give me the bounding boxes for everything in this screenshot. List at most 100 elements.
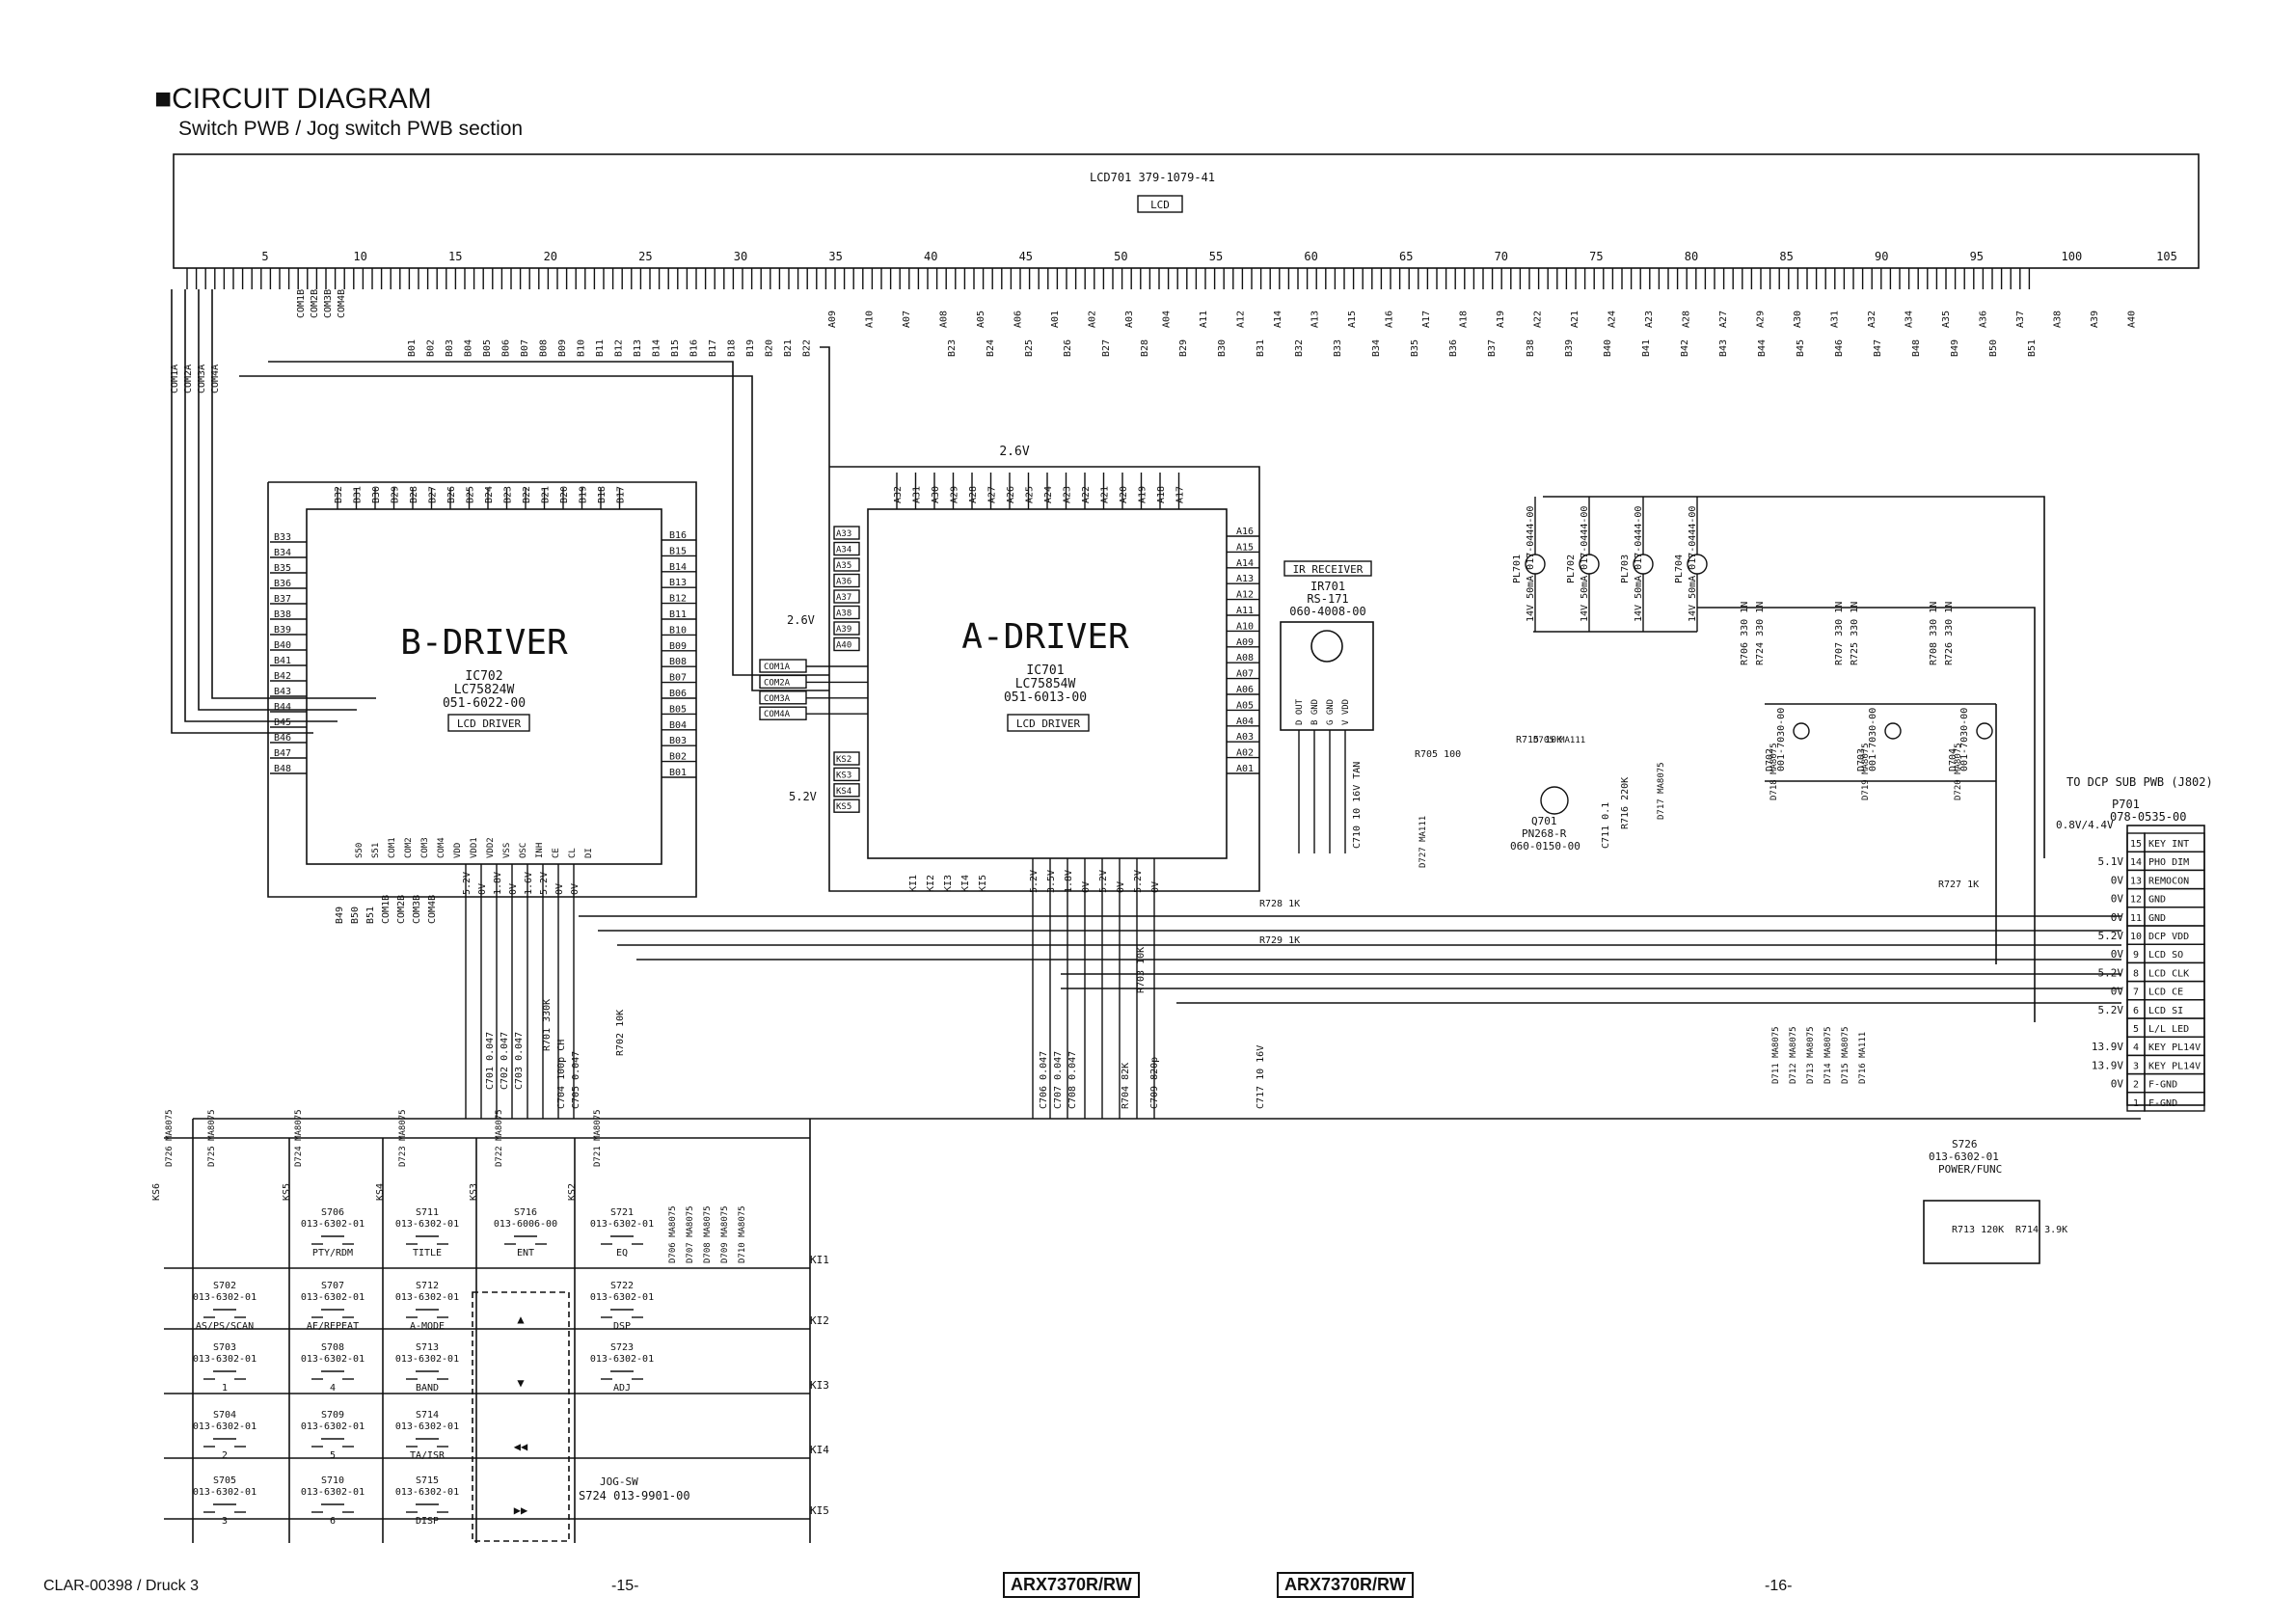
connector-pin-number: 11 — [2130, 913, 2142, 924]
connector-pin-name: KEY PL14V — [2148, 1061, 2201, 1071]
b-driver-bottom-pin-name: S51 — [371, 843, 381, 858]
diode-label: D718 MA8075 — [1769, 743, 1779, 800]
lcd-pin-number: 75 — [1589, 250, 1603, 263]
b-driver-right-pin-label: B13 — [669, 578, 687, 588]
lcd-segment-b-label: B23 — [947, 339, 958, 357]
a-driver-left-pin-box — [833, 557, 860, 572]
lcd-segment-b-label: B08 — [539, 339, 550, 357]
capacitor-label: C702 0.047 — [500, 1032, 510, 1090]
led-symbol — [1793, 722, 1810, 740]
lcd-segment-a-label: A09 — [827, 311, 838, 328]
a-driver-top-pin-label: A21 — [1100, 486, 1111, 503]
lcd-pin-number: 85 — [1779, 250, 1793, 263]
lcd-pin-number: 30 — [734, 250, 747, 263]
a-driver-key-scan-label: KS5 — [836, 802, 851, 812]
a-driver-left-pin-label: A37 — [836, 593, 851, 603]
b-driver-top-pin-label: B17 — [616, 486, 627, 503]
lcd-segment-a-label: A28 — [1682, 311, 1692, 328]
lcd-segment-b-label: B43 — [1718, 339, 1729, 357]
jog-switch-direction: ▼ — [517, 1376, 525, 1390]
diode-label: D724 MA8075 — [294, 1109, 304, 1167]
power-switch-box — [1923, 1200, 2040, 1264]
b-driver-left-pin-label: B42 — [274, 671, 291, 682]
connector-pin-number: 10 — [2130, 932, 2142, 942]
a-driver-left-pin-box — [833, 621, 860, 636]
b-driver-right-pin-label: B15 — [669, 546, 687, 556]
lcd-segment-a-label: A27 — [1718, 311, 1729, 328]
switch-code: 013-6302-01 — [301, 1219, 365, 1230]
lcd-segment-a-label: A13 — [1310, 311, 1321, 328]
a-driver-top-pin-label: A31 — [912, 486, 923, 503]
a-driver-key-scan-label: KS3 — [836, 771, 851, 780]
connector-top-voltage: 0.8V/4.4V — [2056, 819, 2114, 831]
b-driver-code: 051-6022-00 — [443, 696, 526, 711]
switch-code: 013-6302-01 — [301, 1354, 365, 1365]
lcd-label: LCD701 379-1079-41 — [1090, 171, 1215, 184]
capacitor-label: C705 0.047 — [571, 1051, 581, 1109]
lcd-segment-b-label: B11 — [595, 339, 606, 357]
lcd-tag: LCD — [1150, 199, 1170, 211]
a-driver-top-pin-label: A22 — [1081, 486, 1092, 503]
lcd-segment-b-label: B17 — [708, 339, 718, 357]
a-driver-left-pin-box — [833, 526, 860, 540]
b-driver-bottom-pin-name: CE — [552, 848, 561, 858]
a-driver-top-pin-label: A17 — [1175, 486, 1186, 503]
lcd-segment-a-label: A19 — [1496, 311, 1506, 328]
lamp-value: 14V 50mA 017-0444-00 — [1526, 506, 1536, 622]
switch-ref: S705 — [213, 1475, 236, 1486]
lcd-segment-b-label: B41 — [1641, 339, 1652, 357]
resistor-label: R703 10K — [1136, 947, 1147, 993]
connector-pin-number: 6 — [2133, 1006, 2139, 1016]
switch-ref: S714 — [416, 1410, 439, 1421]
connector-pin-name: L/L LED — [2148, 1024, 2189, 1035]
b-driver-bottom-pin-name: VDD2 — [486, 837, 496, 858]
lcd-segment-a-label: A04 — [1162, 311, 1173, 328]
lcd-pin-number: 60 — [1304, 250, 1317, 263]
lcd-segment-a-label: A18 — [1459, 311, 1470, 328]
connector-pin-name: DCP VDD — [2148, 932, 2189, 942]
lcd-pin-number: 20 — [544, 250, 557, 263]
a-driver-top-pin-label: A20 — [1119, 486, 1129, 503]
connector-pin-number: 4 — [2133, 1042, 2139, 1053]
a-driver-key-scan-box — [833, 798, 860, 813]
lcd-com-a-label: COM1A — [170, 365, 180, 393]
a-driver-right-pin-label: A12 — [1236, 590, 1254, 601]
b-driver-chip — [306, 508, 662, 865]
connector-pin-voltage: 0V — [2111, 986, 2124, 998]
connector-pin-name: LCD SI — [2148, 1006, 2183, 1016]
capacitor-label: C707 0.047 — [1053, 1051, 1064, 1109]
b-driver-bottom-pin-label: COM3B — [412, 895, 422, 924]
a-driver-left-pin-label: A34 — [836, 546, 851, 555]
diode-label: D705 MA111 — [1533, 736, 1585, 745]
b-driver-bottom-pin-name: OSC — [519, 843, 528, 858]
resistor-label: R708 330 1N — [1929, 602, 1939, 665]
connector-pin-name: F-GND — [2148, 1098, 2177, 1109]
a-driver-com-input-label: COM2A — [764, 678, 791, 688]
b-driver-tag: LCD DRIVER — [457, 717, 522, 730]
transistor-ref: Q701 — [1531, 815, 1557, 827]
switch-ref: S703 — [213, 1342, 236, 1353]
page-number-left: -15- — [611, 1578, 639, 1594]
switch-ref: S706 — [321, 1207, 344, 1218]
connector-pin-name: REMOCON — [2148, 876, 2189, 886]
connector-pin-name: LCD CLK — [2148, 968, 2189, 979]
b-driver-right-pin-label: B01 — [669, 768, 687, 778]
b-driver-bottom-pin-name: VSS — [502, 843, 512, 858]
lcd-segment-b-label: B20 — [765, 339, 775, 357]
a-driver-top-pin-label: A32 — [893, 486, 904, 503]
diode-label: D719 MA8075 — [1861, 743, 1871, 800]
a-driver-top-pin-label: A25 — [1025, 486, 1036, 503]
lcd-segment-b-label: B48 — [1911, 339, 1922, 357]
a-driver-top-pin-label: A26 — [1006, 486, 1016, 503]
a-driver-voltage-label: 5.2V — [1029, 870, 1040, 893]
a-driver-top-pin-label: A18 — [1156, 486, 1167, 503]
a-driver-left-pin-label: A36 — [836, 578, 851, 587]
lcd-segment-b-label: B15 — [670, 339, 681, 357]
connector-pin-number: 13 — [2130, 876, 2142, 886]
lcd-segment-b-label: B31 — [1256, 339, 1266, 357]
a-driver-key-in-label: KI1 — [908, 875, 919, 892]
model-label-right: ARX7370R/RW — [1277, 1572, 1414, 1598]
lcd-segment-a-label: A15 — [1347, 311, 1358, 328]
diode-label: D725 MA8075 — [207, 1109, 217, 1167]
connector-pin-voltage: 13.9V — [2092, 1041, 2123, 1053]
